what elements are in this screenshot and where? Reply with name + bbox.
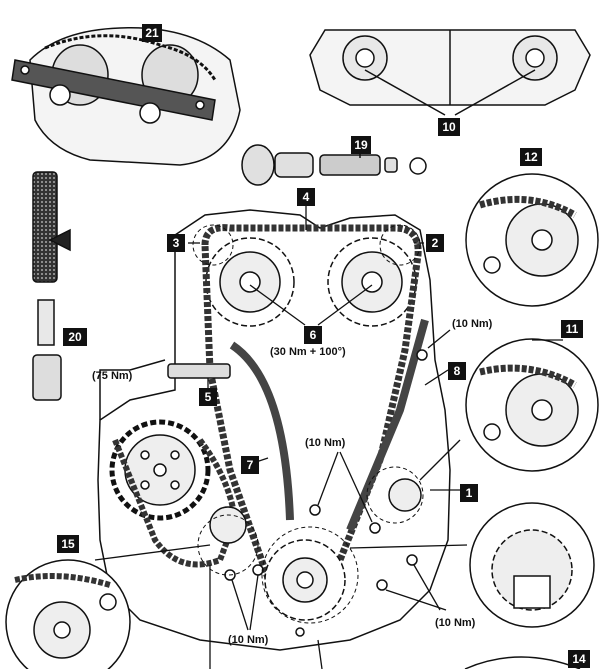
callout-7: 7 [241, 456, 259, 474]
chain-guide-left [229, 341, 294, 521]
chain-guide-right [346, 318, 429, 532]
callout-21: 21 [142, 24, 162, 42]
torque-label-lower-right-bolts: (10 Nm) [435, 617, 476, 629]
callout-5: 5 [199, 388, 217, 406]
torque-label-lower-left-bolts: (10 Nm) [228, 634, 269, 646]
tensioner-sprocket [388, 478, 422, 512]
locking-pin-tool-illustration [32, 171, 71, 401]
engine-block-outline [97, 209, 451, 651]
callout-10: 10 [438, 118, 460, 136]
detail-inset-15 [5, 559, 131, 669]
leader-lines [94, 205, 563, 669]
tensioner-parts-illustration [241, 144, 427, 186]
callout-2: 2 [426, 234, 444, 252]
intermediate-sprocket [209, 506, 247, 544]
callout-1: 1 [460, 484, 478, 502]
camshaft-sprocket-cover-illustration [309, 29, 591, 116]
torque-label-tensioner: (75 Nm) [92, 370, 133, 382]
oil-pump-sprocket-detail [366, 466, 424, 524]
callout-8: 8 [448, 362, 466, 380]
torque-label-guide-bolt-top: (10 Nm) [452, 318, 493, 330]
chain-tensioner [167, 363, 231, 379]
detail-inset-1 [469, 502, 595, 628]
torque-label-guide-bolts-mid: (10 Nm) [305, 437, 346, 449]
camshaft-sprocket-left [205, 237, 295, 327]
detail-inset-11 [465, 338, 599, 472]
callout-15: 15 [57, 535, 79, 553]
camshaft-sprocket-right [327, 237, 417, 327]
camshaft-locking-tool-illustration [11, 27, 241, 166]
detail-inset-14 [464, 656, 581, 669]
callout-6: 6 [304, 326, 322, 344]
callout-11: 11 [561, 320, 583, 338]
detail-circles [192, 224, 421, 624]
callout-4: 4 [297, 188, 315, 206]
callout-20: 20 [63, 328, 87, 346]
crankshaft-sprocket [264, 539, 346, 621]
callout-14: 14 [568, 650, 590, 668]
callout-3: 3 [167, 234, 185, 252]
torque-label-camshaft-bolts: (30 Nm + 100°) [270, 346, 346, 358]
callout-12: 12 [520, 148, 542, 166]
detail-inset-12 [465, 173, 599, 307]
callout-19: 19 [351, 136, 371, 154]
